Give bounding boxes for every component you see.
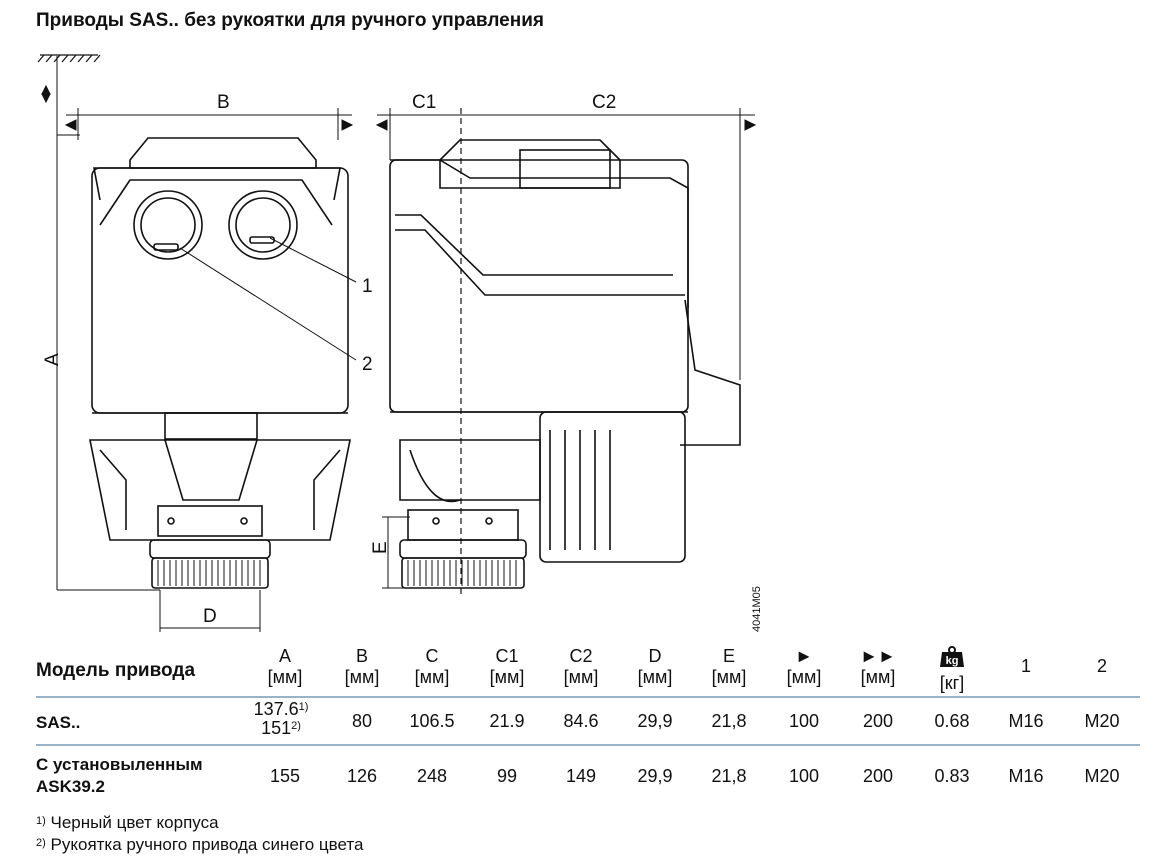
row-label: С установыленным ASK39.2 xyxy=(36,755,203,796)
side-view-knurl xyxy=(407,560,517,586)
actuator-dimension-drawing: A B xyxy=(37,54,763,632)
cell-e: 21,8 xyxy=(711,711,747,731)
drawing-code: 4041M05 xyxy=(751,586,763,632)
cell-c1: 21.9 xyxy=(489,711,525,731)
dim-label-a: A xyxy=(42,353,63,366)
cell-c: 248 xyxy=(416,766,448,786)
col-header-c: C [мм] xyxy=(414,646,450,687)
cell-weight: 0.83 xyxy=(934,766,970,786)
cell-d: 29,9 xyxy=(637,711,673,731)
col-header-weight: kg [кг] xyxy=(912,646,992,694)
dimension-a xyxy=(41,56,160,591)
cell-c1: 99 xyxy=(496,766,518,786)
table-divider xyxy=(36,744,1140,746)
callout-1: 1 xyxy=(362,276,373,297)
col-header-d: D [мм] xyxy=(637,646,673,687)
dim-label-c1: C1 xyxy=(412,92,436,113)
model-header: Модель привода xyxy=(36,660,196,681)
dim-label-b: B xyxy=(217,92,230,113)
dimension-d xyxy=(159,590,261,632)
cell-a: 137.61) 1512) xyxy=(253,699,309,738)
cell-d: 29,9 xyxy=(637,766,673,786)
cell-1: M16 xyxy=(1008,766,1044,786)
cell-c2: 84.6 xyxy=(563,711,599,731)
col-header-c1: C1 [мм] xyxy=(489,646,525,687)
dim-label-c2: C2 xyxy=(592,92,616,113)
page-title: Приводы SAS.. без рукоятки для ручного у… xyxy=(36,10,544,31)
cell-b: 126 xyxy=(346,766,378,786)
cell-stroke: 100 xyxy=(788,766,820,786)
row-label: SAS.. xyxy=(36,713,81,732)
callout-leaders xyxy=(179,237,357,361)
footnote-2: 2) Рукоятка ручного привода синего цвета xyxy=(36,835,364,854)
ground-hatch xyxy=(37,54,101,63)
cell-stroke: 100 xyxy=(788,711,820,731)
side-view xyxy=(389,139,741,589)
col-header-double-stroke: ►► [мм] xyxy=(860,646,896,687)
footnote-1: 1) Черный цвет корпуса xyxy=(36,813,219,832)
dimension-c xyxy=(375,108,757,380)
table-header: Модель привода A [мм] B [мм] C [мм] C1 [… xyxy=(36,646,1140,698)
col-header-2: 2 xyxy=(1096,656,1107,676)
cell-a: 155 xyxy=(269,766,301,786)
weight-kg-icon: kg xyxy=(939,646,965,668)
dim-label-e: E xyxy=(370,541,391,554)
dimension-e xyxy=(382,516,410,589)
dim-label-d: D xyxy=(203,606,217,627)
col-header-1: 1 xyxy=(1020,656,1031,676)
col-header-stroke: ► [мм] xyxy=(786,646,822,687)
col-header-b: B [мм] xyxy=(344,646,380,687)
cell-double-stroke: 200 xyxy=(862,766,894,786)
col-header-a: A [мм] xyxy=(267,646,303,687)
dimension-b xyxy=(64,108,354,140)
cell-c2: 149 xyxy=(565,766,597,786)
table-divider xyxy=(36,696,1140,698)
cell-weight: 0.68 xyxy=(934,711,970,731)
cell-b: 80 xyxy=(351,711,373,731)
callout-2: 2 xyxy=(362,354,373,375)
cell-e: 21,8 xyxy=(711,766,747,786)
cell-2: M20 xyxy=(1084,766,1120,786)
cell-c: 106.5 xyxy=(409,711,455,731)
footnotes: 1) Черный цвет корпуса 2) Рукоятка ручно… xyxy=(36,812,363,856)
front-view xyxy=(89,137,351,589)
svg-text:kg: kg xyxy=(946,655,959,667)
cell-1: M16 xyxy=(1008,711,1044,731)
cell-2: M20 xyxy=(1084,711,1120,731)
front-view-knurl xyxy=(157,560,261,586)
col-header-e: E [мм] xyxy=(711,646,747,687)
col-header-c2: C2 [мм] xyxy=(563,646,599,687)
cell-double-stroke: 200 xyxy=(862,711,894,731)
